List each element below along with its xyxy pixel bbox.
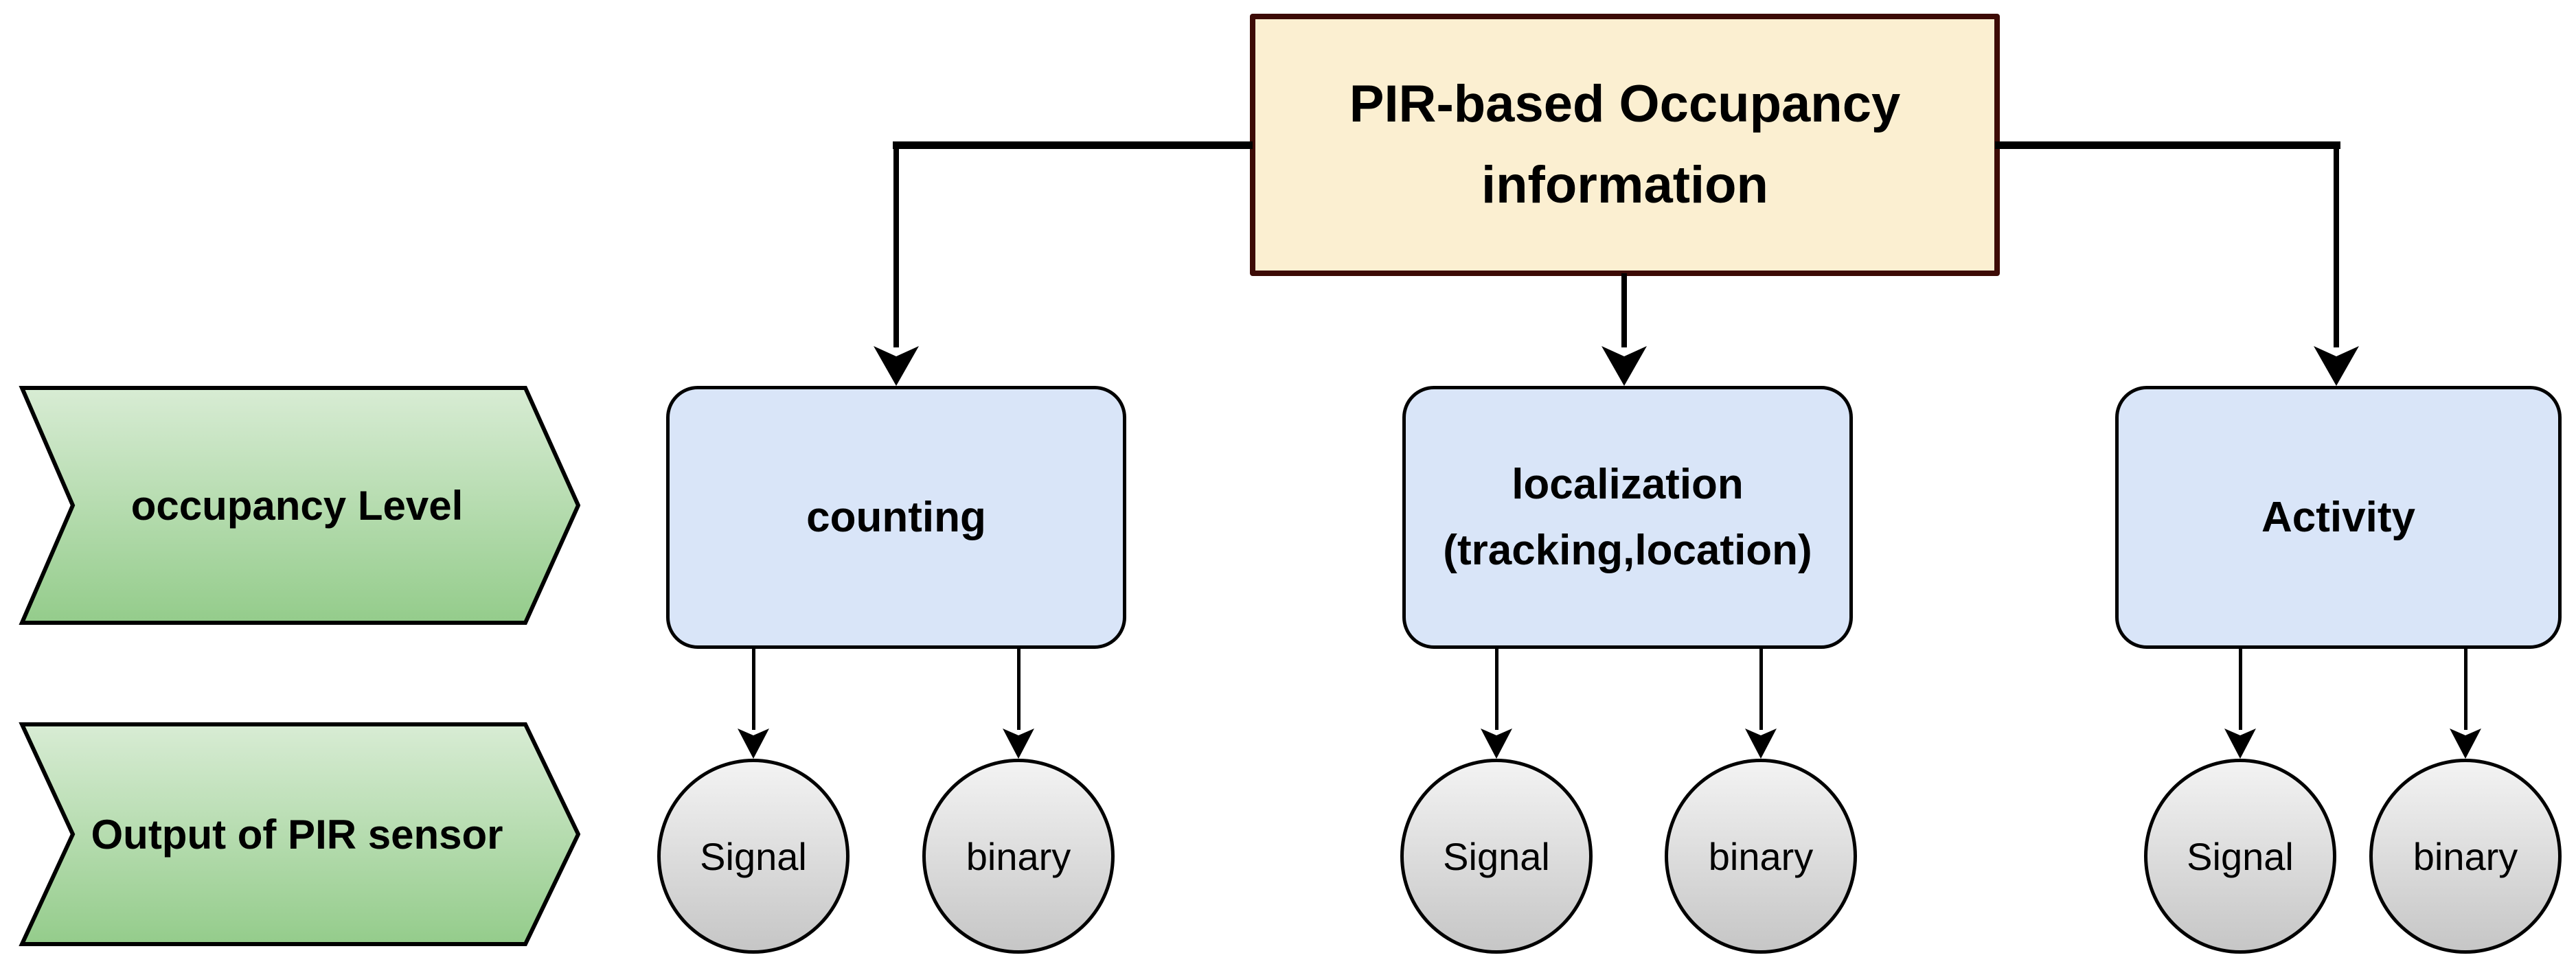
node-activity: Activity: [2115, 386, 2562, 649]
connector-root-to-localization-vline: [1621, 273, 1627, 347]
connector-root-to-counting-vline: [893, 144, 899, 347]
node-localization-label-line1: localization: [1512, 460, 1744, 508]
node-root-label-line1: PIR-based Occupancy: [1349, 75, 1901, 133]
leaf-activity-binary: binary: [2369, 759, 2562, 954]
leaf-activity-binary-label: binary: [2413, 834, 2518, 878]
node-localization-label-line2: (tracking,location): [1443, 526, 1812, 574]
connector-localization-to-binary-arrowhead: [1745, 728, 1777, 759]
connector-counting-to-binary-vline: [1017, 649, 1021, 730]
connector-counting-to-binary-arrowhead: [1003, 728, 1034, 759]
connector-root-to-localization-arrowhead: [1602, 346, 1647, 386]
leaf-counting-binary: binary: [922, 759, 1115, 954]
leaf-localization-binary-label: binary: [1708, 834, 1814, 878]
connector-activity-to-signal-vline: [2239, 649, 2242, 730]
leaf-activity-signal-label: Signal: [2187, 834, 2294, 878]
side-ribbon-pir-output: [19, 722, 580, 946]
leaf-localization-binary: binary: [1665, 759, 1857, 954]
leaf-localization-signal-label: Signal: [1443, 834, 1550, 878]
node-root-label-line2: information: [1481, 156, 1768, 214]
node-activity-label: Activity: [2261, 493, 2415, 541]
node-localization: localization (tracking,location): [1402, 386, 1853, 649]
leaf-counting-signal-label: Signal: [700, 834, 807, 878]
leaf-activity-signal: Signal: [2144, 759, 2336, 954]
connector-counting-to-signal-vline: [752, 649, 755, 730]
node-counting: counting: [666, 386, 1126, 649]
connector-root-to-activity-hline: [1995, 141, 2340, 149]
leaf-counting-binary-label: binary: [966, 834, 1071, 878]
connector-root-to-counting-arrowhead: [874, 346, 919, 386]
node-root: PIR-based Occupancy information: [1250, 14, 2000, 276]
connector-counting-to-signal-arrowhead: [738, 728, 769, 759]
connector-localization-to-signal-vline: [1495, 649, 1498, 730]
connector-localization-to-binary-vline: [1759, 649, 1763, 730]
connector-root-to-activity-arrowhead: [2314, 346, 2359, 386]
connector-activity-to-binary-vline: [2464, 649, 2467, 730]
connector-activity-to-binary-arrowhead: [2450, 728, 2481, 759]
leaf-localization-signal: Signal: [1400, 759, 1593, 954]
connector-root-to-counting-hline: [893, 141, 1253, 149]
connector-root-to-activity-vline: [2334, 144, 2339, 347]
connector-localization-to-signal-arrowhead: [1481, 728, 1512, 759]
side-ribbon-occupancy-level: [19, 386, 580, 625]
leaf-counting-signal: Signal: [657, 759, 850, 954]
connector-activity-to-signal-arrowhead: [2224, 728, 2256, 759]
node-counting-label: counting: [806, 493, 986, 541]
